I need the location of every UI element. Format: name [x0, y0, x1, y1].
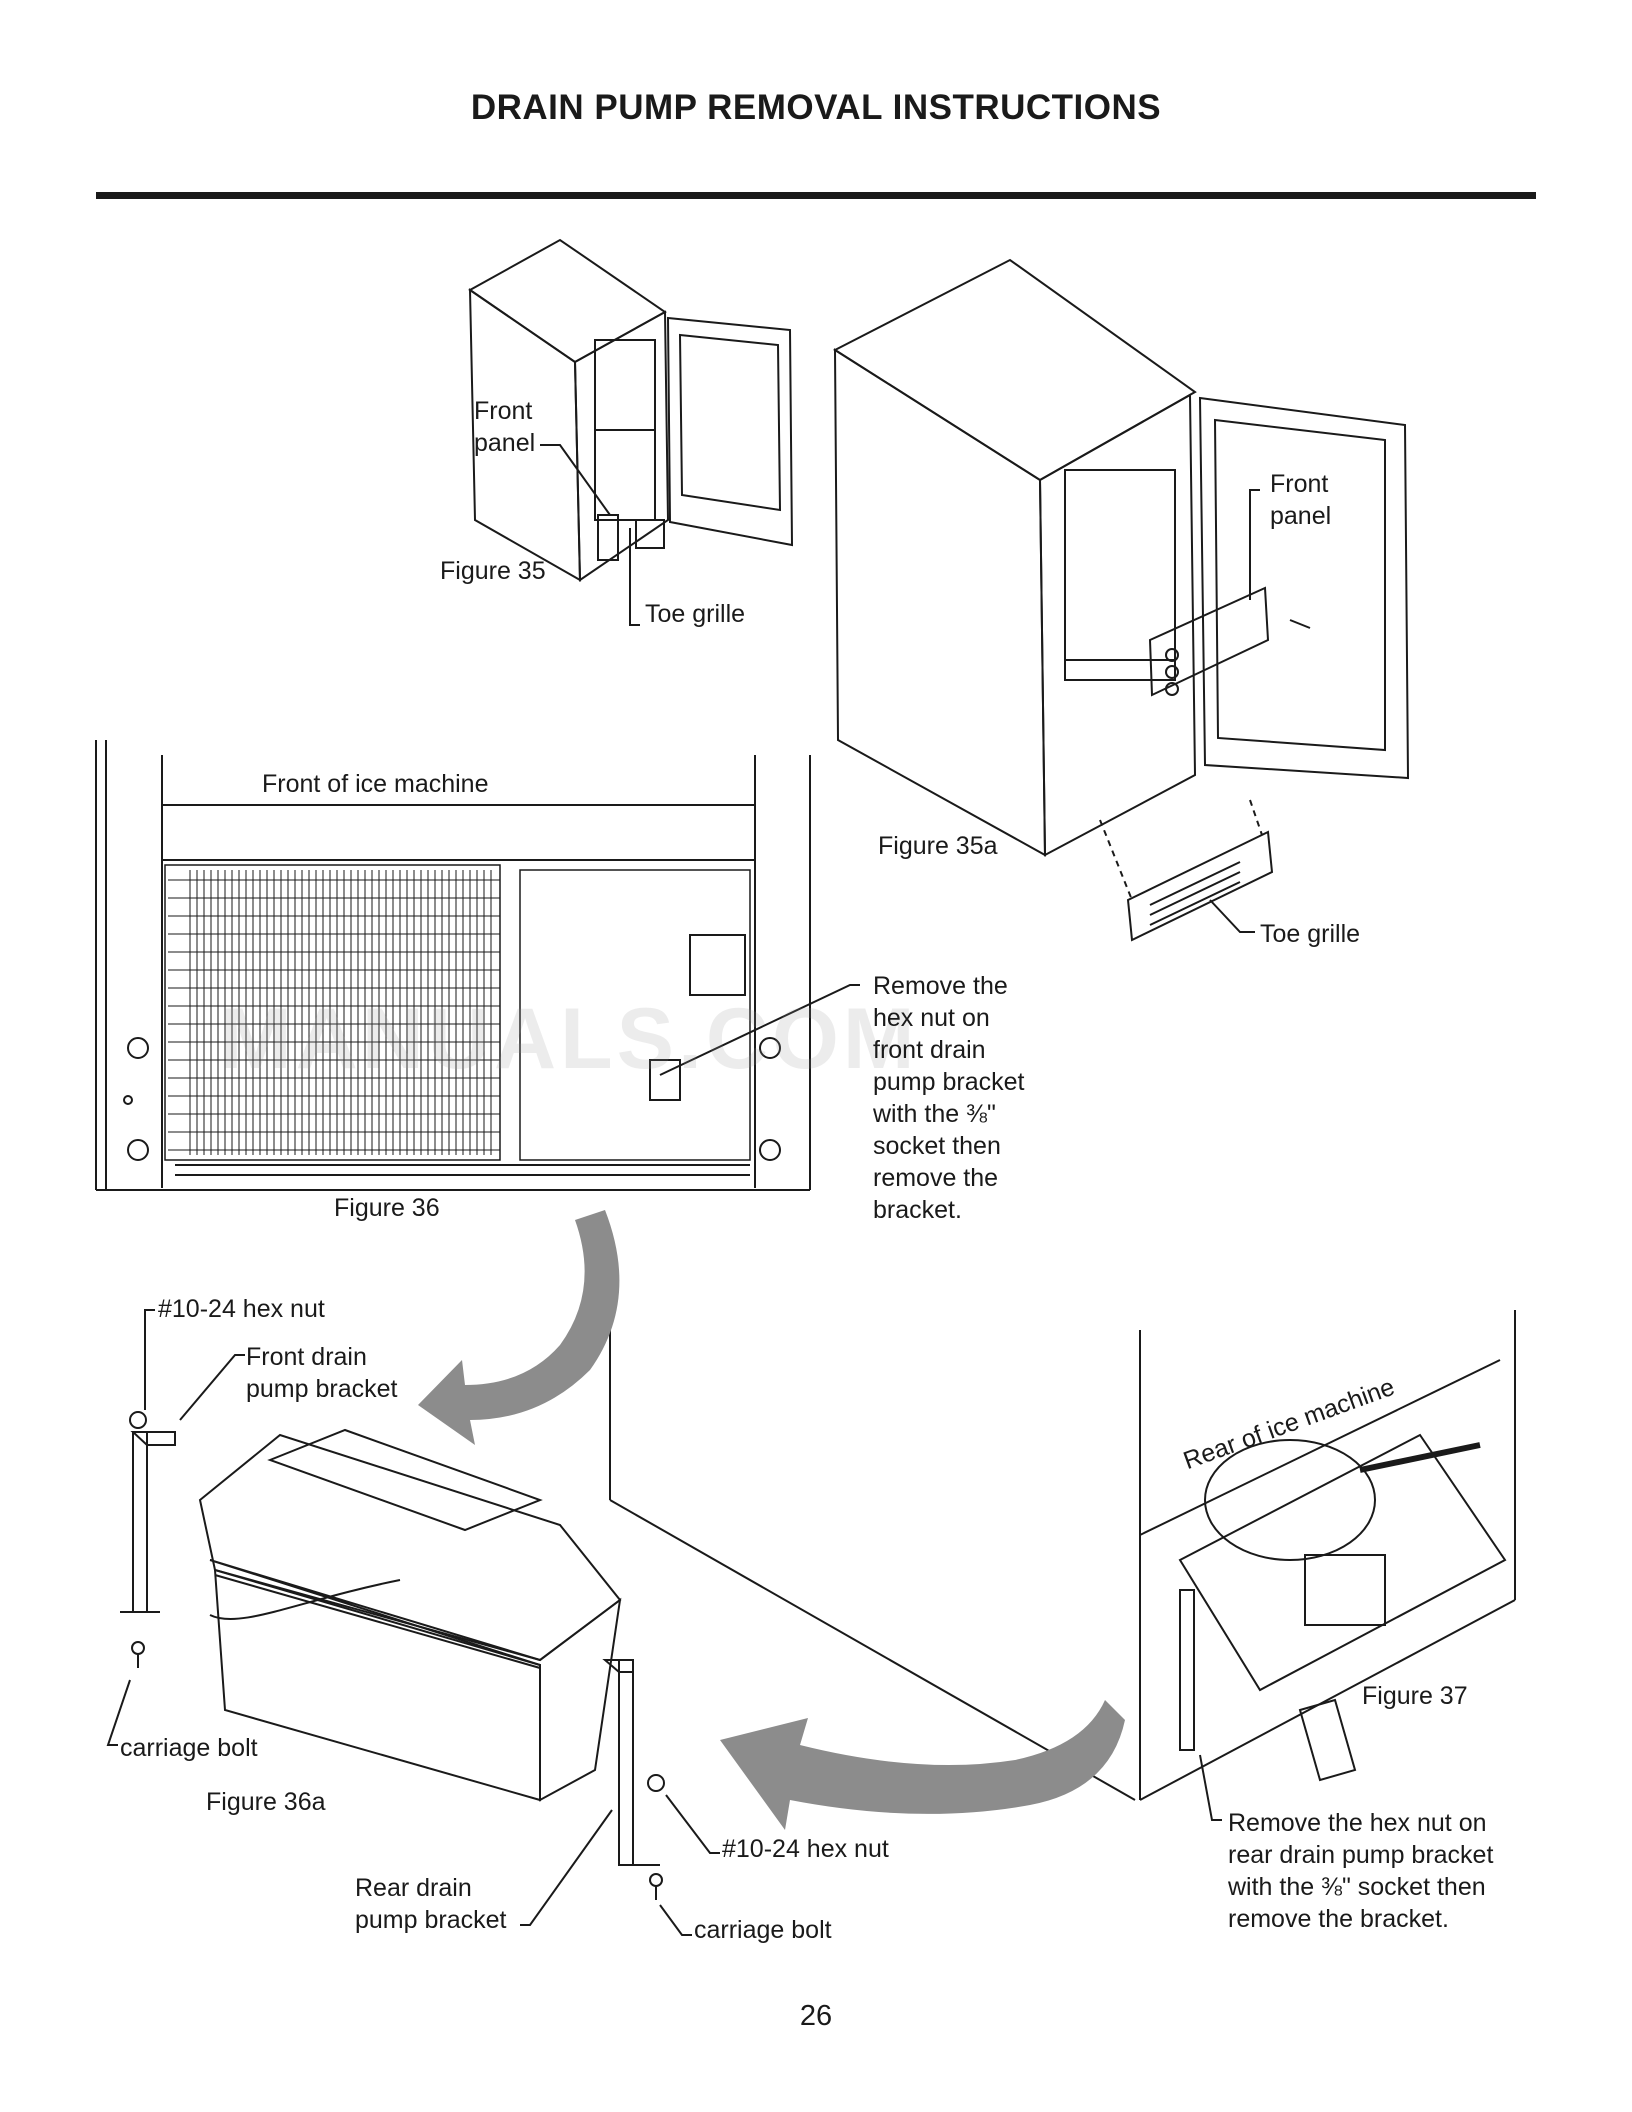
fig35a-toe-grille: Toe grille	[1260, 920, 1361, 948]
fig36-instruction-line: remove the	[873, 1164, 999, 1192]
fig36-instruction-line: bracket.	[873, 1196, 962, 1224]
figure-37-illustration	[609, 1310, 1516, 1801]
fig36a-front-bracket-line2: pump bracket	[246, 1375, 398, 1403]
figure-35a-illustration	[832, 258, 1410, 942]
flow-arrows	[418, 1210, 1125, 1830]
fig36-instruction: Remove the hex nut on front drain pump b…	[873, 970, 1024, 1226]
fig36a-rear-bracket-line1: Rear drain	[355, 1874, 472, 1902]
fig36-caption: Figure 36	[334, 1194, 440, 1222]
title-rule	[96, 192, 1536, 199]
page-number: 26	[799, 2000, 833, 2032]
fig35a-front-panel-line2: panel	[1270, 502, 1332, 530]
fig35a-front-panel-line1: Front	[1270, 470, 1329, 498]
fig36-instruction-line: socket then	[873, 1132, 1001, 1160]
fig36a-rear-bracket-line2: pump bracket	[355, 1906, 507, 1934]
fig35-caption: Figure 35	[440, 557, 546, 585]
fig37-instruction-line: rear drain pump bracket	[1228, 1841, 1494, 1869]
fig37-instruction: Remove the hex nut on rear drain pump br…	[1228, 1807, 1493, 1935]
page-title: DRAIN PUMP REMOVAL INSTRUCTIONS	[470, 88, 1162, 127]
fig36a-carriage-bolt-right: carriage bolt	[694, 1916, 832, 1944]
figure-36a-illustration	[120, 1411, 665, 1900]
fig36-front-of-machine: Front of ice machine	[262, 770, 489, 798]
fig35-front-panel-line2: panel	[474, 429, 536, 457]
curved-arrow-down	[418, 1210, 620, 1445]
fig36a-hex-nut-top: #10-24 hex nut	[158, 1295, 325, 1323]
fig36a-front-bracket-line1: Front drain	[246, 1343, 367, 1371]
fig37-caption: Figure 37	[1362, 1682, 1468, 1710]
fig37-instruction-line: Remove the hex nut on	[1228, 1809, 1487, 1837]
fig36a-hex-nut-bottom: #10-24 hex nut	[722, 1835, 889, 1863]
figure-36-coil-grid	[168, 870, 500, 1155]
fig35-front-panel-line1: Front	[474, 397, 533, 425]
fig37-instruction-line: remove the bracket.	[1228, 1905, 1449, 1933]
curved-arrow-left	[720, 1700, 1125, 1830]
fig36-instruction-line: hex nut on	[873, 1004, 990, 1032]
figure-36-illustration	[95, 740, 811, 1191]
figure-35-illustration	[468, 238, 794, 582]
fig36a-caption: Figure 36a	[206, 1788, 326, 1816]
leader-lines	[106, 444, 1260, 1936]
watermark: MANUALS.COM	[220, 991, 919, 1087]
fig36a-carriage-bolt-left: carriage bolt	[120, 1734, 258, 1762]
fig35a-caption: Figure 35a	[878, 832, 998, 860]
fig37-instruction-line: with the ⅜" socket then	[1228, 1873, 1486, 1901]
fig35-toe-grille: Toe grille	[645, 600, 746, 628]
fig36-instruction-line: pump bracket	[873, 1068, 1025, 1096]
fig36-instruction-line: front drain	[873, 1036, 986, 1064]
fig36-instruction-line: Remove the	[873, 972, 1008, 1000]
fig36-instruction-line: with the ⅜"	[873, 1100, 996, 1128]
